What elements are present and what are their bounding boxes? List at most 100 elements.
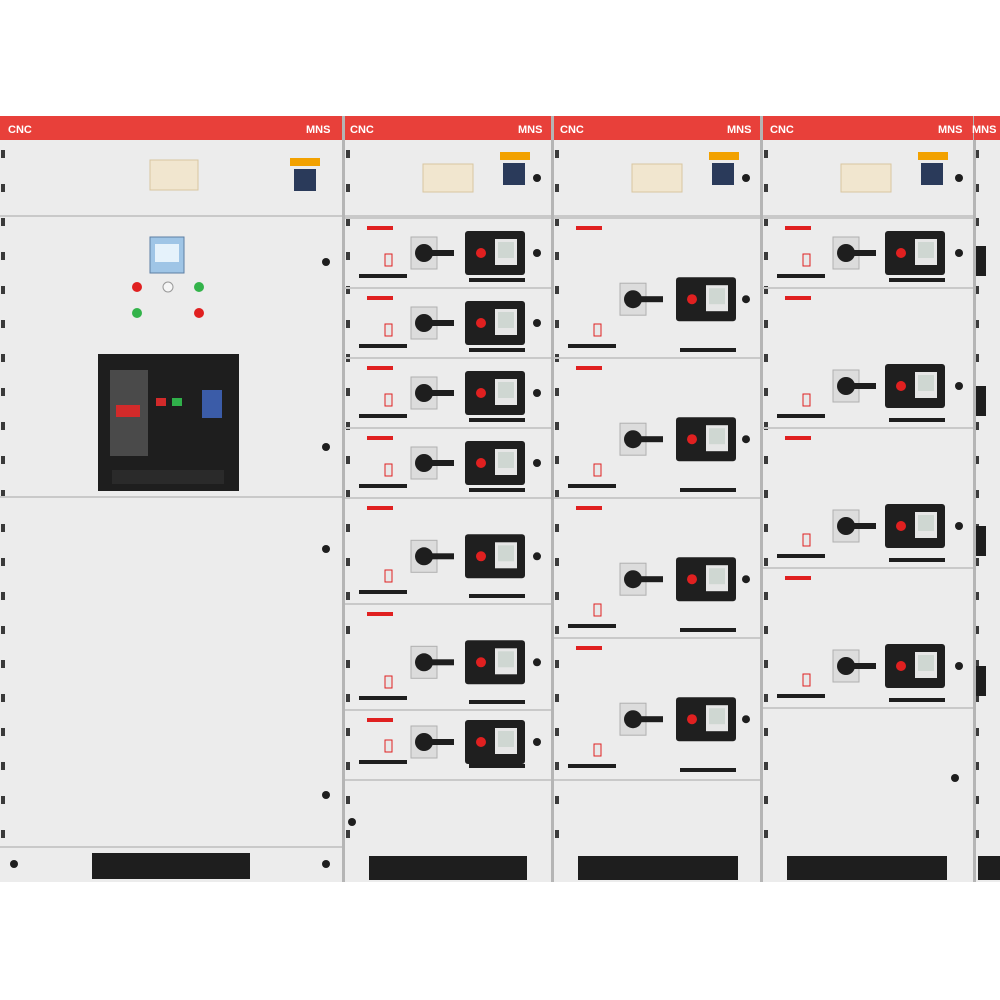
nameplate bbox=[631, 163, 683, 193]
cabinet-header-4 bbox=[763, 116, 973, 140]
rivet bbox=[555, 456, 559, 464]
stop-button bbox=[476, 657, 486, 668]
drawer-label bbox=[367, 436, 393, 440]
stop-button bbox=[687, 294, 697, 305]
drawer-label bbox=[367, 506, 393, 510]
rivet bbox=[975, 796, 979, 804]
stop-button bbox=[687, 574, 697, 585]
rivet bbox=[1, 762, 5, 770]
drawer-label bbox=[367, 612, 393, 616]
cab1-lock bbox=[322, 860, 330, 868]
cab1-lock bbox=[322, 545, 330, 553]
meter-screen bbox=[918, 375, 934, 391]
stop-button bbox=[896, 381, 906, 391]
rivet bbox=[1, 660, 5, 668]
cabinet-gap bbox=[551, 116, 554, 882]
rivet bbox=[975, 830, 979, 838]
rivet bbox=[346, 286, 350, 294]
rotary-switch-handle bbox=[424, 250, 454, 256]
indicator-tag bbox=[384, 739, 393, 753]
edge-control-unit bbox=[976, 666, 986, 696]
rivet bbox=[764, 286, 768, 294]
rotary-switch-handle bbox=[846, 663, 876, 669]
door-lock bbox=[533, 389, 541, 397]
cab1-vent-grille bbox=[92, 853, 250, 879]
drawer-handle bbox=[469, 700, 525, 704]
nameplate bbox=[422, 163, 474, 193]
rivet bbox=[764, 422, 768, 430]
rivet bbox=[975, 320, 979, 328]
door-lock bbox=[533, 552, 541, 561]
rivet bbox=[346, 218, 350, 226]
small-meter bbox=[503, 163, 525, 185]
door-lock bbox=[533, 738, 541, 746]
rivet bbox=[764, 830, 768, 838]
drawer-handle bbox=[777, 414, 825, 418]
indicator-tag bbox=[802, 533, 811, 547]
indicator-tag bbox=[593, 323, 602, 337]
cab1-trip-unit bbox=[202, 390, 222, 418]
rivet bbox=[1, 694, 5, 702]
cab1-power-meter-screen bbox=[155, 244, 179, 262]
cab1-breaker-red-button bbox=[156, 398, 166, 406]
rivet bbox=[555, 694, 559, 702]
rivet bbox=[346, 490, 350, 498]
rivet bbox=[555, 728, 559, 736]
rivet bbox=[975, 728, 979, 736]
cabinet-gap bbox=[973, 116, 976, 882]
door-lock bbox=[742, 174, 750, 182]
drawer-handle bbox=[469, 418, 525, 422]
meter-screen bbox=[498, 731, 514, 747]
cab1-white-lamp bbox=[162, 281, 174, 293]
rivet bbox=[555, 184, 559, 192]
door-lock bbox=[742, 295, 750, 304]
drawer-handle bbox=[777, 694, 825, 698]
rivet bbox=[764, 252, 768, 260]
rivet bbox=[346, 456, 350, 464]
drawer-handle bbox=[568, 484, 616, 488]
drawer-handle bbox=[568, 624, 616, 628]
indicator-tag bbox=[384, 393, 393, 407]
stop-button bbox=[687, 714, 697, 725]
drawer-label bbox=[785, 296, 811, 300]
cabinet-3-brand-left: CNC bbox=[560, 124, 584, 136]
rivet bbox=[346, 252, 350, 260]
door-lock bbox=[742, 715, 750, 724]
drawer-label bbox=[367, 718, 393, 722]
rivet bbox=[555, 660, 559, 668]
stop-button bbox=[896, 661, 906, 671]
meter-screen bbox=[709, 708, 725, 725]
rivet bbox=[764, 762, 768, 770]
rivet bbox=[346, 728, 350, 736]
rivet bbox=[346, 558, 350, 566]
indicator-tag bbox=[593, 463, 602, 477]
edge-control-unit bbox=[976, 246, 986, 276]
meter-screen bbox=[498, 242, 514, 258]
rivet bbox=[346, 184, 350, 192]
drawer-label bbox=[785, 576, 811, 580]
warning-label bbox=[500, 152, 530, 160]
rotary-switch-handle bbox=[846, 383, 876, 389]
meter-screen bbox=[498, 382, 514, 398]
door-lock bbox=[955, 174, 963, 182]
cab1-lock bbox=[322, 258, 330, 266]
cab1-breaker-green-button bbox=[172, 398, 182, 406]
small-meter bbox=[712, 163, 734, 185]
cab1-lock bbox=[322, 791, 330, 799]
cabinet-1-brand-right: MNS bbox=[306, 124, 330, 136]
drawer-handle bbox=[359, 414, 407, 418]
door-lock bbox=[955, 249, 963, 257]
rotary-switch-handle bbox=[633, 716, 663, 723]
rivet bbox=[1, 184, 5, 192]
indicator-tag bbox=[384, 675, 393, 689]
rotary-switch-handle bbox=[424, 320, 454, 326]
rivet bbox=[555, 524, 559, 532]
indicator-tag bbox=[802, 673, 811, 687]
rivet bbox=[346, 762, 350, 770]
drawer-label bbox=[576, 646, 602, 650]
rivet bbox=[975, 184, 979, 192]
rotary-switch-handle bbox=[633, 436, 663, 443]
rivet bbox=[346, 796, 350, 804]
door-lock bbox=[533, 459, 541, 467]
meter-screen bbox=[498, 545, 514, 562]
